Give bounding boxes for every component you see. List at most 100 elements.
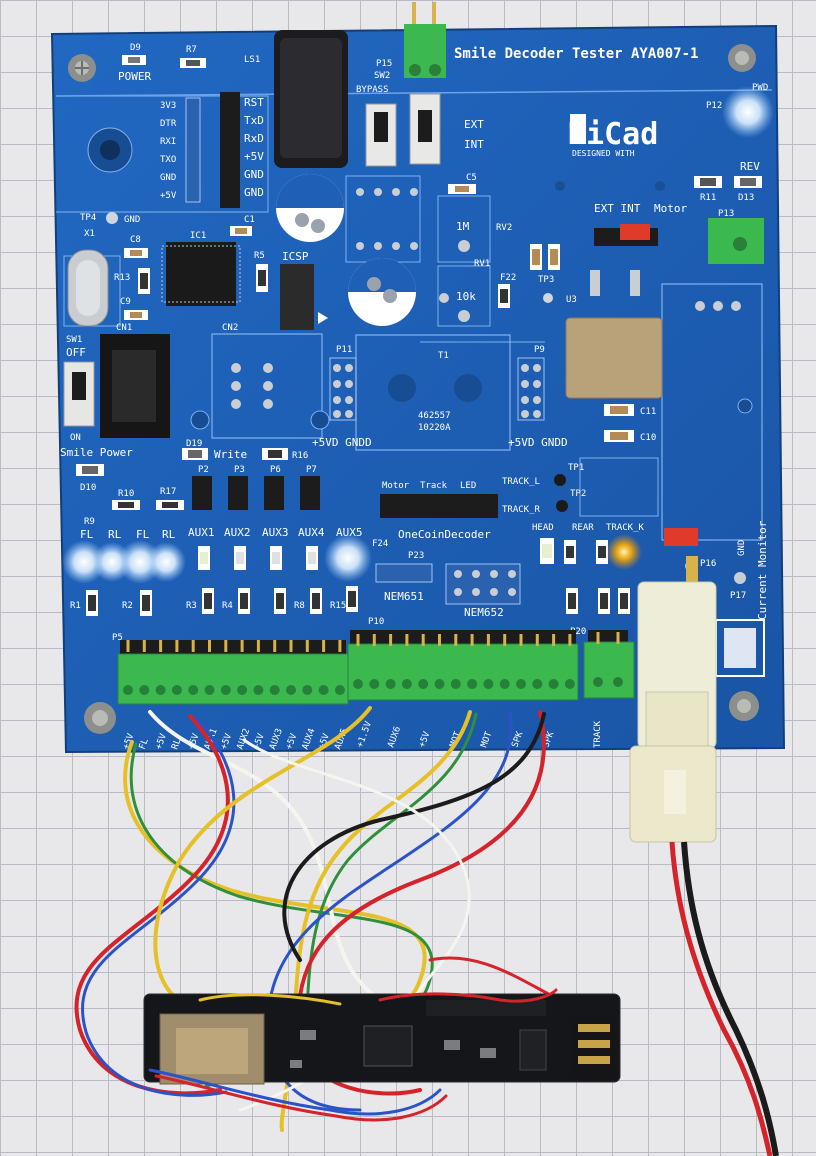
c1-label: C1 xyxy=(244,215,255,225)
transformer-code: 462557 xyxy=(418,411,451,421)
terminal-screw-left-pin-7 xyxy=(240,640,244,652)
r7-label: R7 xyxy=(186,45,197,55)
terminal-p13: P13 xyxy=(708,209,764,264)
d9-label: D9 xyxy=(130,43,141,53)
track-r-label: TRACK_R xyxy=(502,505,541,515)
smile-power-label: Smile Power xyxy=(60,446,133,459)
five-vd-gndd-right: +5VD GNDD xyxy=(508,436,568,449)
ls1-label: LS1 xyxy=(244,55,260,65)
terminal-screw-right-5 xyxy=(434,679,445,689)
terminal-block-left xyxy=(117,640,349,705)
tp1-label: TP1 xyxy=(568,463,584,473)
terminal-screw-right-4 xyxy=(418,679,429,689)
p12-label: P12 xyxy=(706,101,722,111)
headers-p2-p7: P2 P3 P6 P7 xyxy=(192,465,320,510)
tp2-label: TP2 xyxy=(570,489,586,499)
terminal-screw-right-pin-1 xyxy=(372,634,376,646)
five-vd-gndd-left: +5VD GNDD xyxy=(312,436,372,449)
power-wire-black xyxy=(681,841,779,1156)
sensor-pads xyxy=(695,301,741,311)
f24-label: F24 xyxy=(372,539,388,549)
power-wire-red xyxy=(669,841,773,1156)
terminal-screw-right-9 xyxy=(499,679,510,689)
terminal-screw-right-8 xyxy=(483,679,494,689)
power-label: POWER xyxy=(118,70,151,83)
pcb-board: Smile Decoder Tester AYA007-1 KiCad DESI… xyxy=(50,2,786,754)
terminal-screw-left-pin-13 xyxy=(338,640,342,652)
current-monitor-label: Current Monitor xyxy=(756,520,769,620)
terminal-screw-right-2 xyxy=(385,679,396,689)
terminal-screw-left-pin-0 xyxy=(126,640,130,652)
led-fl-1-glow xyxy=(62,540,106,584)
trimmer-rv1: RV1 10k xyxy=(439,259,490,322)
led-label-fl-2: FL xyxy=(136,528,150,541)
terminal-screw-right-0 xyxy=(353,679,363,689)
led-amber-glow xyxy=(606,534,642,570)
p2-label: P2 xyxy=(198,465,209,475)
r16-label: R16 xyxy=(292,451,308,461)
led-label-rl-2: RL xyxy=(162,528,176,541)
terminal-screw-left-4 xyxy=(188,685,199,695)
serial-pin-gnd2: GND xyxy=(244,186,264,199)
gnd-label-tp4: GND xyxy=(124,215,140,225)
onecoin-label: OneCoinDecoder xyxy=(398,528,491,541)
serial-pin-5v: +5V xyxy=(244,150,264,163)
terminal-screw-left-13 xyxy=(334,685,345,695)
terminal-screw-left-3 xyxy=(171,685,182,695)
terminal-screw-right-pin-11 xyxy=(535,634,539,646)
uart-pin-txo: TXO xyxy=(160,155,176,165)
terminal-screw-left-5 xyxy=(204,685,215,695)
resistor-row: R1 R2 R3 R4 R8 R15 xyxy=(70,586,630,616)
terminal-screw-right-1 xyxy=(369,679,380,689)
p5-label: P5 xyxy=(112,633,123,643)
crystal-x1 xyxy=(67,249,109,327)
aux-leds xyxy=(198,538,608,570)
pads-cn2 xyxy=(231,363,273,409)
c11-label: C11 xyxy=(640,407,656,417)
terminal-screw-left-9 xyxy=(269,685,280,695)
terminal-screw-right-pin-12 xyxy=(552,634,556,646)
kicad-logo: KiCad DESIGNED WITH xyxy=(568,114,658,158)
serial-pin-gnd1: GND xyxy=(244,168,264,181)
d10-label: D10 xyxy=(80,483,96,493)
terminal-screw-right-3 xyxy=(401,679,412,689)
decoder-wires xyxy=(148,988,558,1122)
regulator-pad xyxy=(565,317,663,399)
led-label-aux4: AUX4 xyxy=(298,526,325,539)
terminal-label-left-3: RL xyxy=(170,737,183,751)
header-p11 xyxy=(329,357,357,421)
r2-label: R2 xyxy=(122,601,133,611)
x1-label: X1 xyxy=(84,229,95,239)
header-led-label: LED xyxy=(460,481,476,491)
terminal-screw-right-pin-3 xyxy=(405,634,409,646)
ext-int-label: EXT INT xyxy=(594,202,641,215)
sw2-label: SW2 xyxy=(374,71,390,81)
terminal-screw-left-2 xyxy=(155,685,166,695)
switch-ext-int xyxy=(409,93,441,165)
decoder-pcb xyxy=(143,993,621,1085)
r17-label: R17 xyxy=(160,487,176,497)
r8-label: R8 xyxy=(294,601,305,611)
connector-cn1 xyxy=(100,334,170,438)
tp3-label: TP3 xyxy=(538,275,554,285)
r3-label: R3 xyxy=(186,601,197,611)
terminal-screw-left-pin-2 xyxy=(159,640,163,652)
led-rl-2-glow xyxy=(146,542,186,582)
terminal-screw-right-pin-13 xyxy=(568,634,572,646)
terminal-screw-left-10 xyxy=(286,685,296,695)
capacitor-2 xyxy=(348,258,416,326)
p6-label: P6 xyxy=(270,465,281,475)
terminal-screw-left-pin-8 xyxy=(256,640,260,652)
p23-label: P23 xyxy=(408,551,424,561)
r5-label: R5 xyxy=(254,251,265,261)
p7-label: P7 xyxy=(306,465,317,475)
board-title: Smile Decoder Tester AYA007-1 xyxy=(454,46,698,62)
nem652-label: NEM652 xyxy=(464,606,504,619)
on-label: ON xyxy=(70,433,81,443)
c5-label: C5 xyxy=(466,173,477,183)
capacitor-1 xyxy=(276,174,344,242)
nem651-label: NEM651 xyxy=(384,590,424,603)
p15-label: P15 xyxy=(376,59,392,69)
one-m-label: 1M xyxy=(456,220,470,233)
screw-bottom-left xyxy=(84,702,116,734)
